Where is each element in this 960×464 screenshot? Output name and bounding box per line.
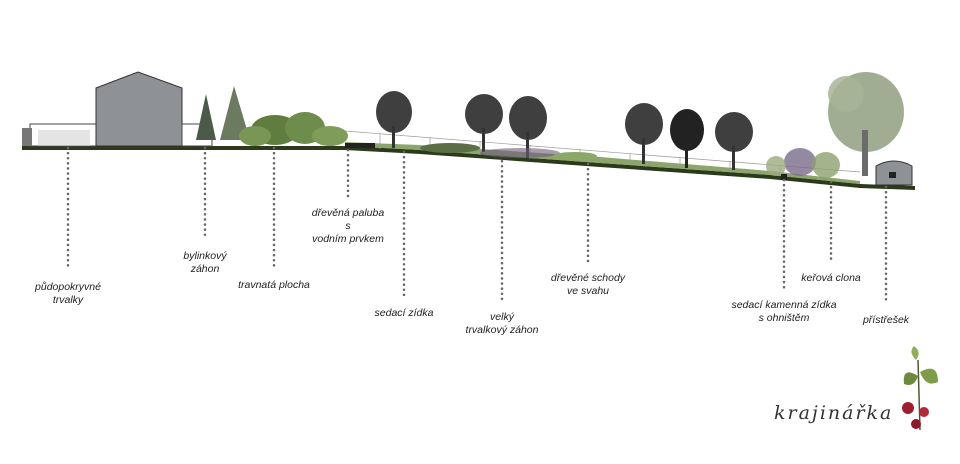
ground-profile (22, 146, 915, 190)
brand-logo: krajinářka (774, 402, 894, 424)
grass-strip (345, 142, 860, 184)
label-pristresek: přístřešek (862, 314, 910, 326)
slope-trees (376, 91, 753, 170)
lawn-shrubs (239, 112, 348, 146)
shrub-screen (766, 148, 840, 178)
label-kerova: keřová clona (801, 272, 861, 284)
label-zahon: velký trvalkový záhon (465, 311, 539, 336)
label-schody: dřevěné schody ve svahu (550, 272, 626, 297)
wooden-deck (345, 143, 375, 148)
label-kamenna: sedací kamenná zídka s ohništěm (731, 299, 837, 324)
label-pudopokryvne: půdopokryvné trvalky (35, 281, 101, 306)
raspberry-logo-icon (902, 346, 938, 431)
conifer-trees (196, 86, 250, 140)
large-tree (828, 72, 904, 176)
label-paluba: dřevěná paluba s vodním prvkem (311, 207, 385, 245)
perennial-bed (420, 143, 597, 160)
label-travnata: travnatá plocha (238, 279, 310, 291)
label-zidka: sedací zídka (374, 307, 434, 319)
leader-lines (66, 146, 888, 306)
shelter (875, 160, 913, 186)
label-bylinkovy: bylinkový záhon (183, 250, 227, 275)
house (22, 71, 213, 147)
stone-wall (781, 174, 787, 180)
